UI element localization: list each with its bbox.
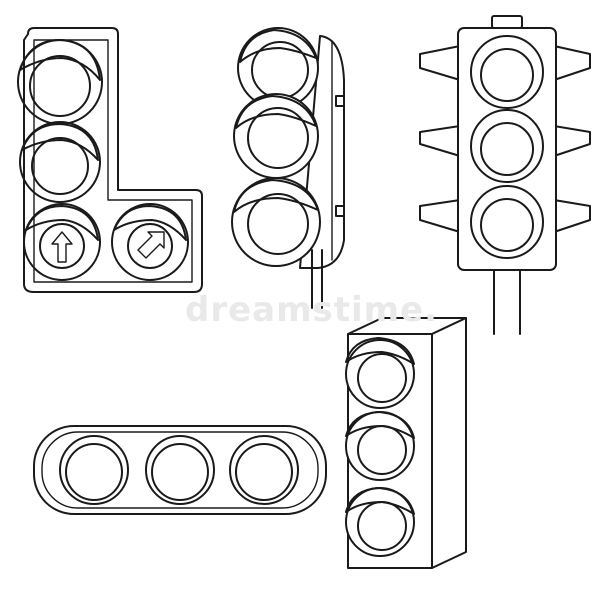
lamp-top: [237, 27, 319, 109]
lamp-bottom: [470, 185, 544, 259]
lamp-middle: [145, 435, 215, 505]
lamp-top: [470, 35, 544, 109]
side-mounted-traffic-light: [231, 27, 345, 309]
lamp-bottom: [345, 487, 415, 557]
lamp-top: [345, 337, 415, 409]
lamp-bottom-left: [23, 203, 101, 281]
right-arrow-icon: [137, 231, 165, 259]
lamp-middle: [345, 411, 415, 481]
lamp-right: [229, 435, 299, 505]
lamp-top: [17, 39, 103, 125]
lamp-bottom-right: [111, 203, 189, 281]
lamp-bottom: [231, 177, 321, 267]
lamp-middle: [233, 93, 319, 179]
signal-with-visors-and-pole: [419, 15, 591, 335]
lamp-middle: [470, 109, 544, 183]
l-shaped-traffic-light: [17, 27, 203, 293]
up-arrow-icon: [51, 231, 73, 263]
lamp-left: [59, 435, 129, 505]
lamp-middle: [19, 121, 101, 203]
box-traffic-light: [345, 317, 467, 569]
horizontal-traffic-light: [33, 425, 327, 515]
